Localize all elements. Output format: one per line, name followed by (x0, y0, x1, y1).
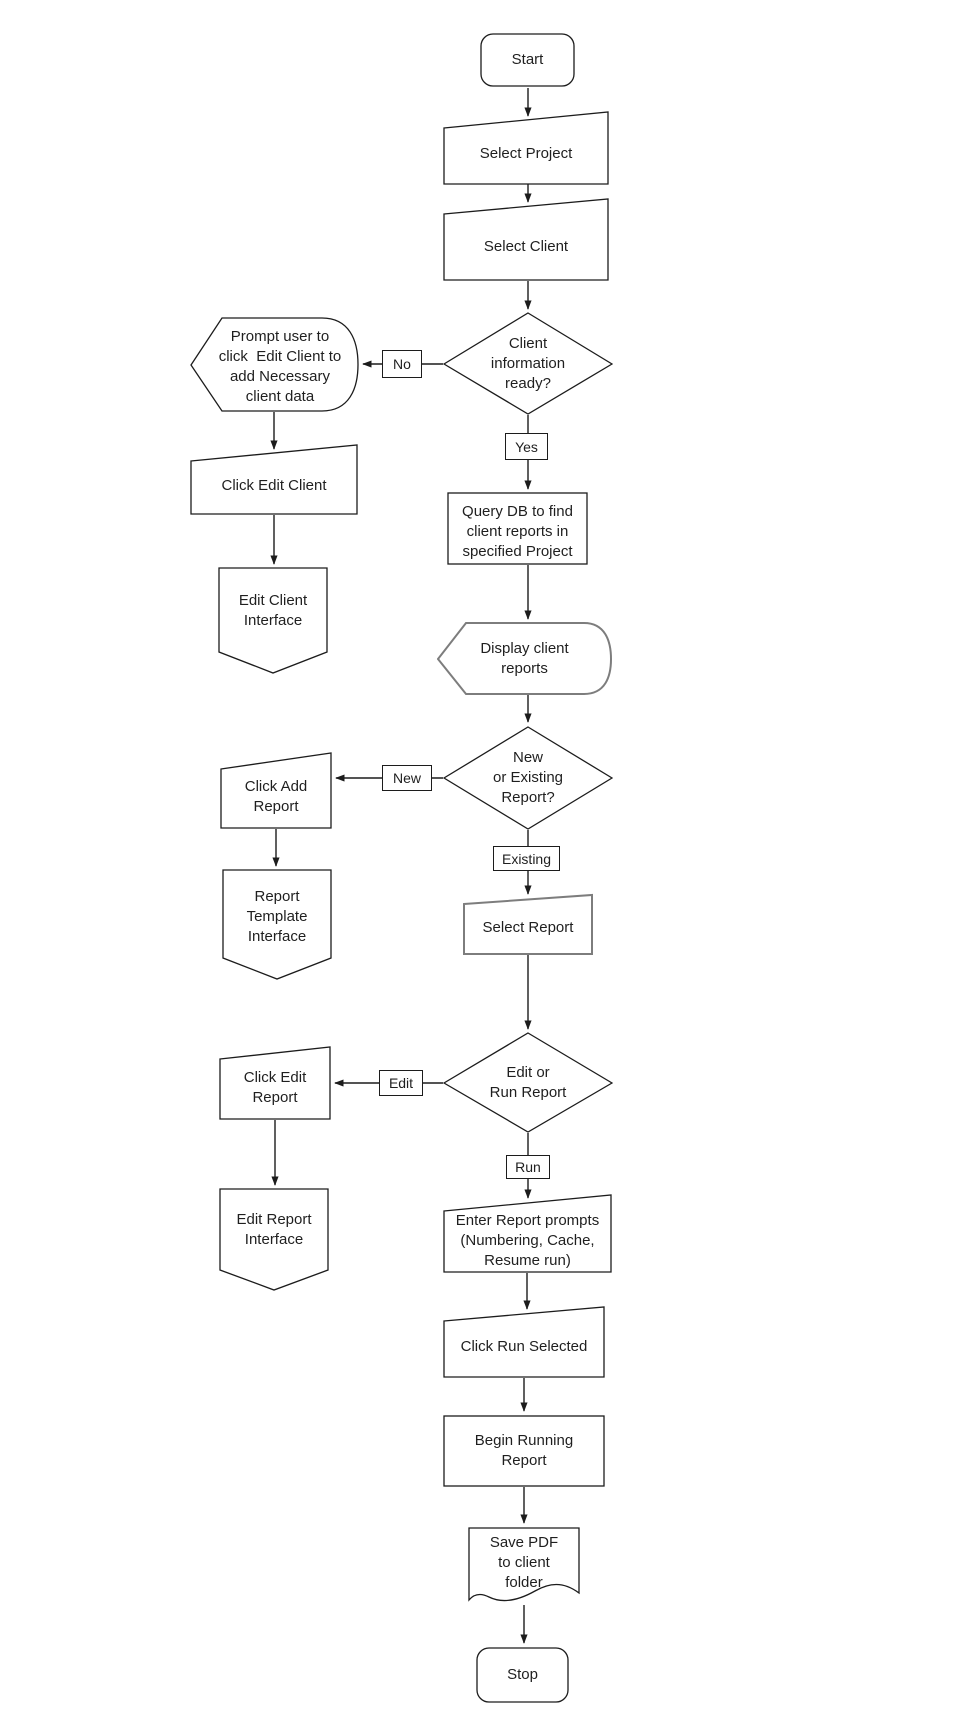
off-page-connector-shape (218, 567, 328, 674)
node-edit-client-interface-label: Edit Client Interface (238, 592, 308, 629)
decision-diamond-shape (443, 726, 613, 830)
node-new-or-existing-label: New or Existing Report? (492, 749, 564, 806)
terminator-shape (476, 1647, 569, 1703)
node-select-client: Select Client (443, 196, 609, 281)
node-display-reports: Display client reports (437, 622, 612, 695)
off-page-connector-shape (222, 869, 332, 980)
document-shape (468, 1527, 580, 1602)
edge-label-existing-text: Existing (501, 850, 552, 867)
node-report-template-interface: Report Template Interface (222, 869, 332, 980)
manual-input-shape (463, 893, 593, 955)
edge-label-yes-text: Yes (515, 438, 538, 455)
manual-input-shape (443, 198, 609, 281)
node-client-info-ready-label: Client information ready? (490, 334, 566, 392)
node-prompt-user: Prompt user to click Edit Client to add … (190, 317, 360, 412)
node-click-add-report-label: Click Add Report (244, 778, 308, 815)
edge-label-run: Run (506, 1155, 550, 1179)
process-rectangle-shape (443, 1415, 605, 1487)
node-enter-report-prompts: Enter Report prompts (Numbering, Cache, … (443, 1193, 612, 1273)
edge-label-new-text: New (392, 770, 421, 786)
node-save-pdf: Save PDF to client folder (468, 1527, 580, 1607)
node-click-run-selected: Click Run Selected (443, 1305, 605, 1378)
manual-input-shape (190, 444, 358, 515)
node-select-project: Select Project (443, 110, 609, 186)
node-edit-client-interface: Edit Client Interface (218, 567, 328, 674)
decision-diamond-shape (443, 312, 613, 415)
node-new-or-existing: New or Existing Report? (443, 726, 613, 830)
node-start-label: Start (511, 51, 544, 68)
node-click-edit-report-label: Click Edit Report (243, 1069, 307, 1106)
node-edit-report-interface-label: Edit Report Interface (236, 1210, 312, 1248)
node-display-reports-label: Display client reports (480, 639, 569, 677)
node-click-edit-client-label: Click Edit Client (221, 477, 327, 494)
node-click-edit-client: Click Edit Client (190, 443, 358, 515)
node-click-add-report: Click Add Report (220, 751, 332, 829)
manual-input-shape (443, 111, 609, 185)
decision-diamond-shape (443, 1032, 613, 1133)
node-select-report-label: Select Report (482, 919, 574, 936)
manual-input-shape (443, 1306, 605, 1378)
node-begin-running-report: Begin Running Report (443, 1415, 605, 1487)
node-stop-label: Stop (507, 1666, 538, 1683)
node-enter-report-prompts-label: Enter Report prompts (Numbering, Cache, … (455, 1212, 600, 1269)
node-edit-report-interface: Edit Report Interface (219, 1188, 329, 1291)
edge-label-edit: Edit (379, 1070, 423, 1096)
node-query-db-label: Query DB to find client reports in speci… (462, 502, 573, 560)
node-click-edit-report: Click Edit Report (219, 1045, 331, 1120)
edge-label-no-text: No (393, 356, 411, 372)
manual-input-shape (220, 752, 332, 829)
node-edit-or-run: Edit or Run Report (443, 1032, 613, 1133)
node-select-client-label: Select Client (483, 237, 569, 255)
edge-label-existing: Existing (493, 846, 560, 871)
edge-label-run-text: Run (515, 1159, 541, 1175)
edge-label-new: New (382, 765, 432, 791)
manual-input-shape (443, 1194, 612, 1273)
edge-label-no: No (382, 350, 422, 378)
node-client-info-ready: Client information ready? (443, 312, 613, 415)
edge-label-edit-text: Edit (388, 1075, 414, 1091)
manual-input-shape (219, 1046, 331, 1120)
node-start: Start (480, 33, 575, 87)
node-select-project-label: Select Project (479, 145, 573, 162)
display-shape (190, 317, 359, 412)
node-query-db: Query DB to find client reports in speci… (447, 492, 588, 565)
node-stop: Stop (476, 1647, 569, 1703)
process-rectangle-shape (447, 492, 588, 565)
node-prompt-user-label: Prompt user to click Edit Client to add … (218, 327, 342, 405)
node-begin-running-report-label: Begin Running Report (474, 1432, 574, 1469)
node-click-run-selected-label: Click Run Selected (460, 1338, 588, 1355)
node-edit-or-run-label: Edit or Run Report (489, 1063, 567, 1101)
display-shape (437, 622, 612, 695)
off-page-connector-shape (219, 1188, 329, 1291)
node-save-pdf-label: Save PDF to client folder (489, 1534, 559, 1591)
edge-label-yes: Yes (505, 433, 548, 460)
node-report-template-interface-label: Report Template Interface (246, 887, 308, 945)
terminator-shape (480, 33, 575, 87)
node-select-report: Select Report (463, 893, 593, 955)
